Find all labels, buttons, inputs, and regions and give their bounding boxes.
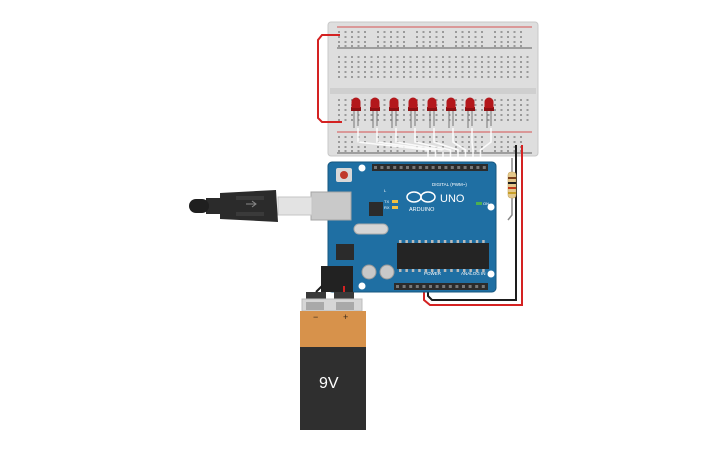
- breadboard[interactable]: [327, 21, 539, 157]
- battery-minus-label: −: [313, 312, 318, 322]
- battery-body: [300, 347, 366, 430]
- usb-controller-chip: [369, 202, 383, 216]
- power-jack[interactable]: [321, 266, 353, 292]
- usb-symbol-icon: [246, 200, 257, 208]
- chip-pins: [399, 240, 485, 272]
- digital-pins: [374, 166, 486, 169]
- on-led: [476, 202, 482, 205]
- power-label: POWER: [424, 271, 442, 276]
- led-array: [351, 97, 494, 129]
- power-analog-header[interactable]: [394, 283, 488, 290]
- rx-led: [392, 206, 398, 209]
- analog-pins: [396, 285, 485, 288]
- mount-hole: [358, 164, 366, 172]
- led[interactable]: [408, 97, 418, 129]
- brand-label: ARDUINO: [409, 207, 435, 213]
- crystal-oscillator: [353, 223, 389, 235]
- voltage-regulator: [336, 244, 354, 260]
- led[interactable]: [465, 97, 475, 129]
- resistor[interactable]: [507, 171, 517, 199]
- tx-label: TX: [384, 199, 389, 204]
- tx-led: [392, 200, 398, 203]
- wire-red-power-right[interactable]: [423, 145, 523, 306]
- wire-resistor-lead-bottom[interactable]: [507, 198, 513, 221]
- led[interactable]: [351, 97, 361, 129]
- arduino-logo-icon: [406, 191, 436, 203]
- battery-voltage-label: 9V: [319, 375, 339, 392]
- led[interactable]: [370, 97, 380, 129]
- battery-top: [300, 311, 366, 347]
- battery-9v[interactable]: − + 9V: [300, 292, 366, 430]
- digital-header[interactable]: [372, 164, 488, 171]
- rx-label: RX: [384, 205, 390, 210]
- led[interactable]: [427, 97, 437, 129]
- led-signal-wires[interactable]: [357, 128, 492, 164]
- led[interactable]: [389, 97, 399, 129]
- on-label: ON: [483, 201, 489, 206]
- mount-hole: [487, 203, 495, 211]
- usb-port[interactable]: [310, 191, 352, 221]
- wire-red-power-left[interactable]: [317, 34, 342, 123]
- mount-hole: [358, 282, 366, 290]
- wire-black-ground[interactable]: [427, 145, 517, 301]
- l-label: L: [384, 188, 387, 193]
- usb-cable[interactable]: [189, 190, 313, 222]
- atmega-chip: [397, 243, 489, 269]
- wire-battery-black[interactable]: [315, 285, 323, 293]
- model-label: UNO: [440, 193, 465, 205]
- capacitor: [379, 264, 395, 280]
- led[interactable]: [446, 97, 456, 129]
- digital-label: DIGITAL (PWM~): [432, 182, 467, 187]
- arduino-uno-board[interactable]: ARDUINO UNO DIGITAL (PWM~) POWER ANALOG …: [310, 161, 497, 293]
- battery-plus-label: +: [343, 312, 348, 322]
- analog-label: ANALOG IN: [461, 271, 486, 276]
- capacitor: [361, 264, 377, 280]
- reset-button-cap[interactable]: [340, 171, 348, 179]
- led[interactable]: [484, 97, 494, 129]
- mount-hole: [487, 270, 495, 278]
